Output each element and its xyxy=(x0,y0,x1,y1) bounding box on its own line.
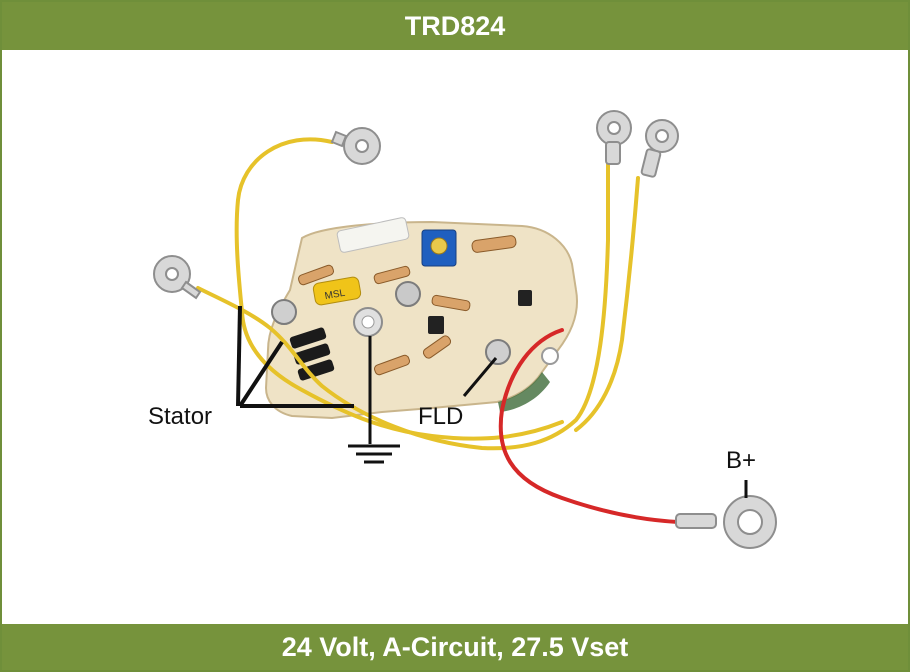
potentiometer xyxy=(421,229,457,267)
stator-leader-lines xyxy=(236,305,354,408)
spec-caption: 24 Volt, A-Circuit, 27.5 Vset xyxy=(281,631,629,662)
footer-bar: 24 Volt, A-Circuit, 27.5 Vset xyxy=(2,624,908,670)
field-label: FLD xyxy=(418,403,463,430)
title-bar: TRD824 xyxy=(2,2,908,50)
resistor-marking: MSL xyxy=(324,288,347,302)
page-title: TRD824 xyxy=(404,10,506,41)
board-edge xyxy=(498,372,550,412)
battery-label: B+ xyxy=(726,447,756,474)
power-resistor xyxy=(336,217,410,253)
diode-array xyxy=(289,327,335,381)
stator-wires xyxy=(196,137,640,451)
ground-symbol xyxy=(348,444,400,464)
marked-resistor: MSL xyxy=(312,276,362,306)
field-leader-line xyxy=(462,357,498,397)
battery-wire xyxy=(498,328,680,524)
regulator-diagram: MSL xyxy=(148,110,777,549)
stator-ring-terminals xyxy=(153,110,679,300)
stator-label: Stator xyxy=(148,403,212,430)
circuit-board xyxy=(264,220,578,420)
small-resistors xyxy=(298,235,517,376)
transistors xyxy=(428,290,532,334)
terminal-studs xyxy=(271,281,559,365)
battery-ring-terminal xyxy=(675,495,777,549)
